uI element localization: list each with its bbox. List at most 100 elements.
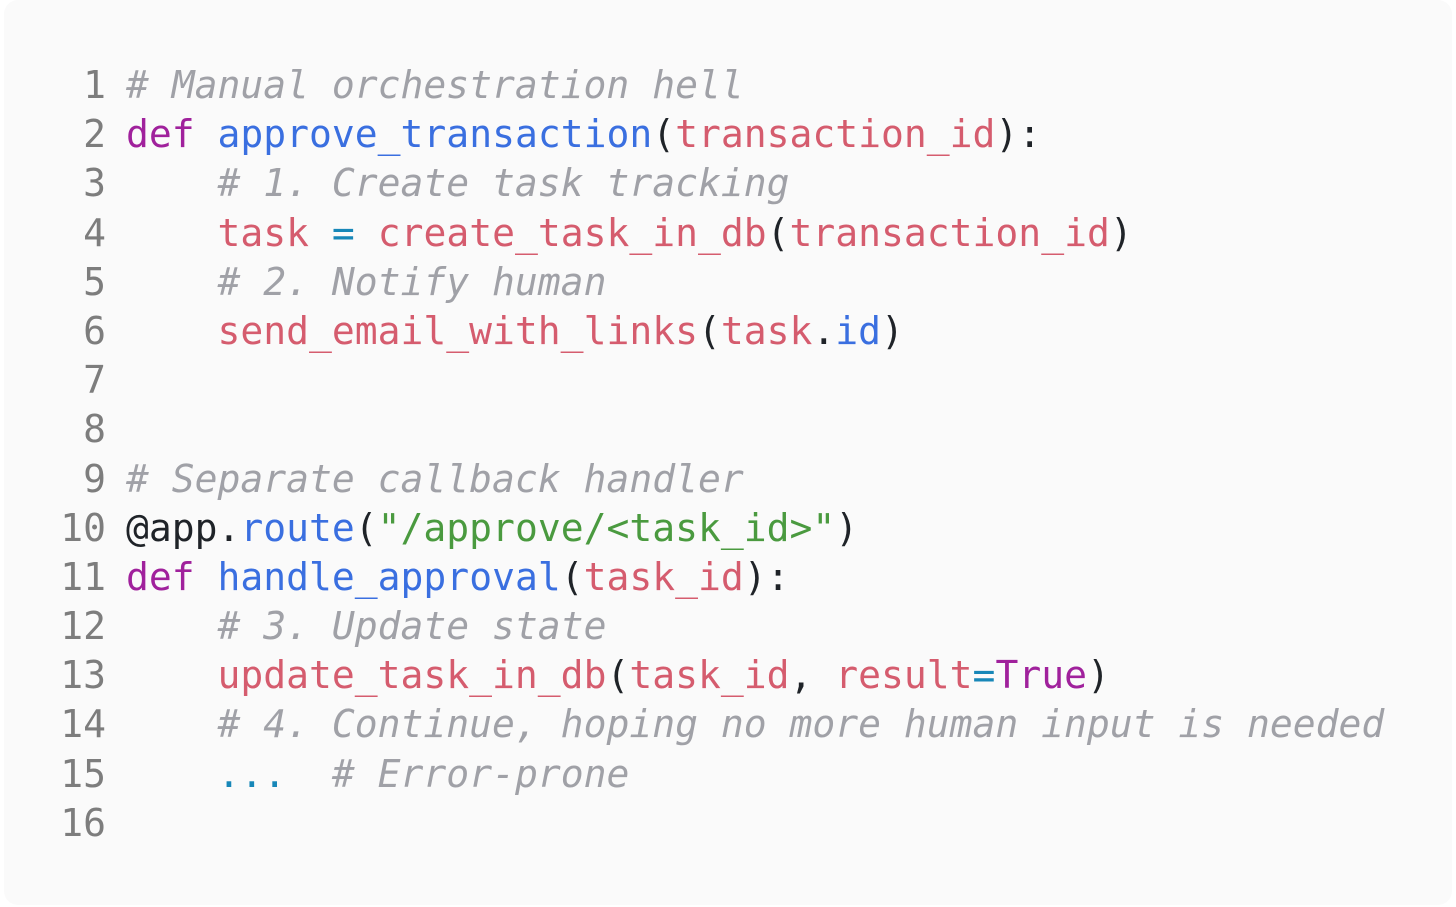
- code-text: # 4. Continue, hoping no more human inpu…: [126, 700, 1385, 749]
- code-token: [126, 604, 218, 648]
- line-number: 3: [83, 161, 106, 206]
- code-token: def: [126, 112, 195, 157]
- code-token: (: [354, 505, 378, 550]
- code-token: .: [812, 308, 836, 353]
- code-lines: 1 # Manual orchestration hell 2 def approve…: [4, 61, 1452, 848]
- code-token: @app.: [126, 505, 241, 550]
- code-text: # Manual orchestration hell: [126, 61, 744, 110]
- code-line: 4 task = create_task_in_db(transaction_i…: [4, 209, 1452, 258]
- code-text: update_task_in_db(task_id, result=True): [126, 651, 1110, 700]
- code-token: [126, 653, 218, 697]
- code-token: ):: [743, 554, 790, 599]
- code-token: (: [766, 210, 790, 255]
- line-number: 14: [60, 702, 106, 747]
- line-number: 2: [83, 112, 106, 157]
- line-number: 8: [83, 407, 106, 452]
- line-number: 7: [83, 358, 106, 403]
- code-token: # 2. Notify human: [217, 259, 607, 304]
- code-token: task: [720, 308, 813, 353]
- code-token: [126, 161, 218, 205]
- code-line: 3 # 1. Create task tracking: [4, 159, 1452, 208]
- code-token: (: [560, 554, 584, 599]
- code-text: ... # Error-prone: [126, 750, 630, 799]
- code-line: 10 @app.route("/approve/<task_id>"): [4, 504, 1452, 553]
- code-token: ):: [995, 112, 1042, 157]
- code-token: [195, 555, 218, 599]
- code-token: ): [881, 308, 904, 353]
- line-number: 12: [60, 604, 106, 649]
- code-text: send_email_with_links(task.id): [126, 307, 904, 356]
- line-number: 6: [83, 308, 106, 353]
- code-token: "/approve/<task_id>": [377, 505, 836, 550]
- code-token: [355, 211, 378, 255]
- line-number: 10: [60, 505, 106, 550]
- code-text: task = create_task_in_db(transaction_id): [126, 209, 1133, 258]
- code-token: route: [240, 505, 355, 550]
- code-token: [126, 260, 218, 304]
- line-number: 5: [83, 259, 106, 304]
- code-token: update_task_in_db: [217, 653, 607, 698]
- code-token: (: [697, 308, 721, 353]
- code-token: def: [126, 554, 195, 599]
- code-token: =: [331, 210, 355, 255]
- code-token: id: [835, 308, 882, 353]
- code-token: # Separate callback handler: [126, 456, 744, 501]
- code-line: 9 # Separate callback handler: [4, 455, 1452, 504]
- line-number: 4: [83, 210, 106, 255]
- code-text: # 2. Notify human: [126, 258, 607, 307]
- code-block: 1 # Manual orchestration hell 2 def approve…: [4, 0, 1452, 905]
- line-number: 16: [60, 800, 106, 845]
- code-line: 2 def approve_transaction(transaction_id)…: [4, 110, 1452, 159]
- code-line: 7: [4, 356, 1452, 405]
- line-number: 13: [60, 653, 106, 698]
- code-token: ): [1109, 210, 1133, 255]
- code-text: # 3. Update state: [126, 602, 607, 651]
- code-token: ): [835, 505, 859, 550]
- code-line: 15 ... # Error-prone: [4, 750, 1452, 799]
- code-token: [126, 211, 218, 255]
- code-line: 13 update_task_in_db(task_id, result=Tru…: [4, 651, 1452, 700]
- code-token: # Error-prone: [331, 751, 630, 796]
- code-line: 16: [4, 799, 1452, 848]
- code-token: result: [835, 653, 973, 698]
- code-token: ,: [789, 653, 836, 698]
- code-token: approve_transaction: [217, 112, 653, 157]
- code-line: 12 # 3. Update state: [4, 602, 1452, 651]
- code-token: [195, 112, 218, 156]
- code-token: send_email_with_links: [217, 308, 698, 353]
- code-token: [126, 702, 218, 746]
- code-token: task: [217, 210, 310, 255]
- code-line: 8: [4, 405, 1452, 454]
- code-token: handle_approval: [217, 554, 561, 599]
- code-line: 14 # 4. Continue, hoping no more human i…: [4, 700, 1452, 749]
- code-token: # 1. Create task tracking: [217, 161, 790, 206]
- code-token: # Manual orchestration hell: [126, 63, 744, 107]
- code-text: @app.route("/approve/<task_id>"): [126, 504, 858, 553]
- code-line: 1 # Manual orchestration hell: [4, 61, 1452, 110]
- line-number: 9: [83, 456, 106, 501]
- code-token: True: [995, 653, 1087, 698]
- code-token: create_task_in_db: [377, 210, 767, 255]
- code-token: [126, 752, 218, 796]
- code-token: [309, 211, 332, 255]
- line-number: 1: [83, 63, 106, 107]
- code-line: 6 send_email_with_links(task.id): [4, 307, 1452, 356]
- code-line: 5 # 2. Notify human: [4, 258, 1452, 307]
- code-token: (: [652, 112, 676, 157]
- line-number: 11: [60, 554, 106, 599]
- code-token: [286, 752, 332, 796]
- code-token: ): [1086, 653, 1110, 698]
- code-text: def handle_approval(task_id):: [126, 553, 790, 602]
- code-token: =: [972, 653, 996, 698]
- code-token: transaction_id: [675, 112, 996, 157]
- code-token: (: [606, 653, 630, 698]
- code-token: task_id: [583, 554, 744, 599]
- code-text: # Separate callback handler: [126, 455, 744, 504]
- code-token: transaction_id: [789, 210, 1110, 255]
- code-token: task_id: [629, 653, 790, 698]
- line-number: 15: [60, 751, 106, 796]
- code-token: # 4. Continue, hoping no more human inpu…: [217, 702, 1385, 747]
- code-token: # 3. Update state: [217, 604, 607, 649]
- code-token: ...: [217, 751, 287, 796]
- code-line: 11 def handle_approval(task_id):: [4, 553, 1452, 602]
